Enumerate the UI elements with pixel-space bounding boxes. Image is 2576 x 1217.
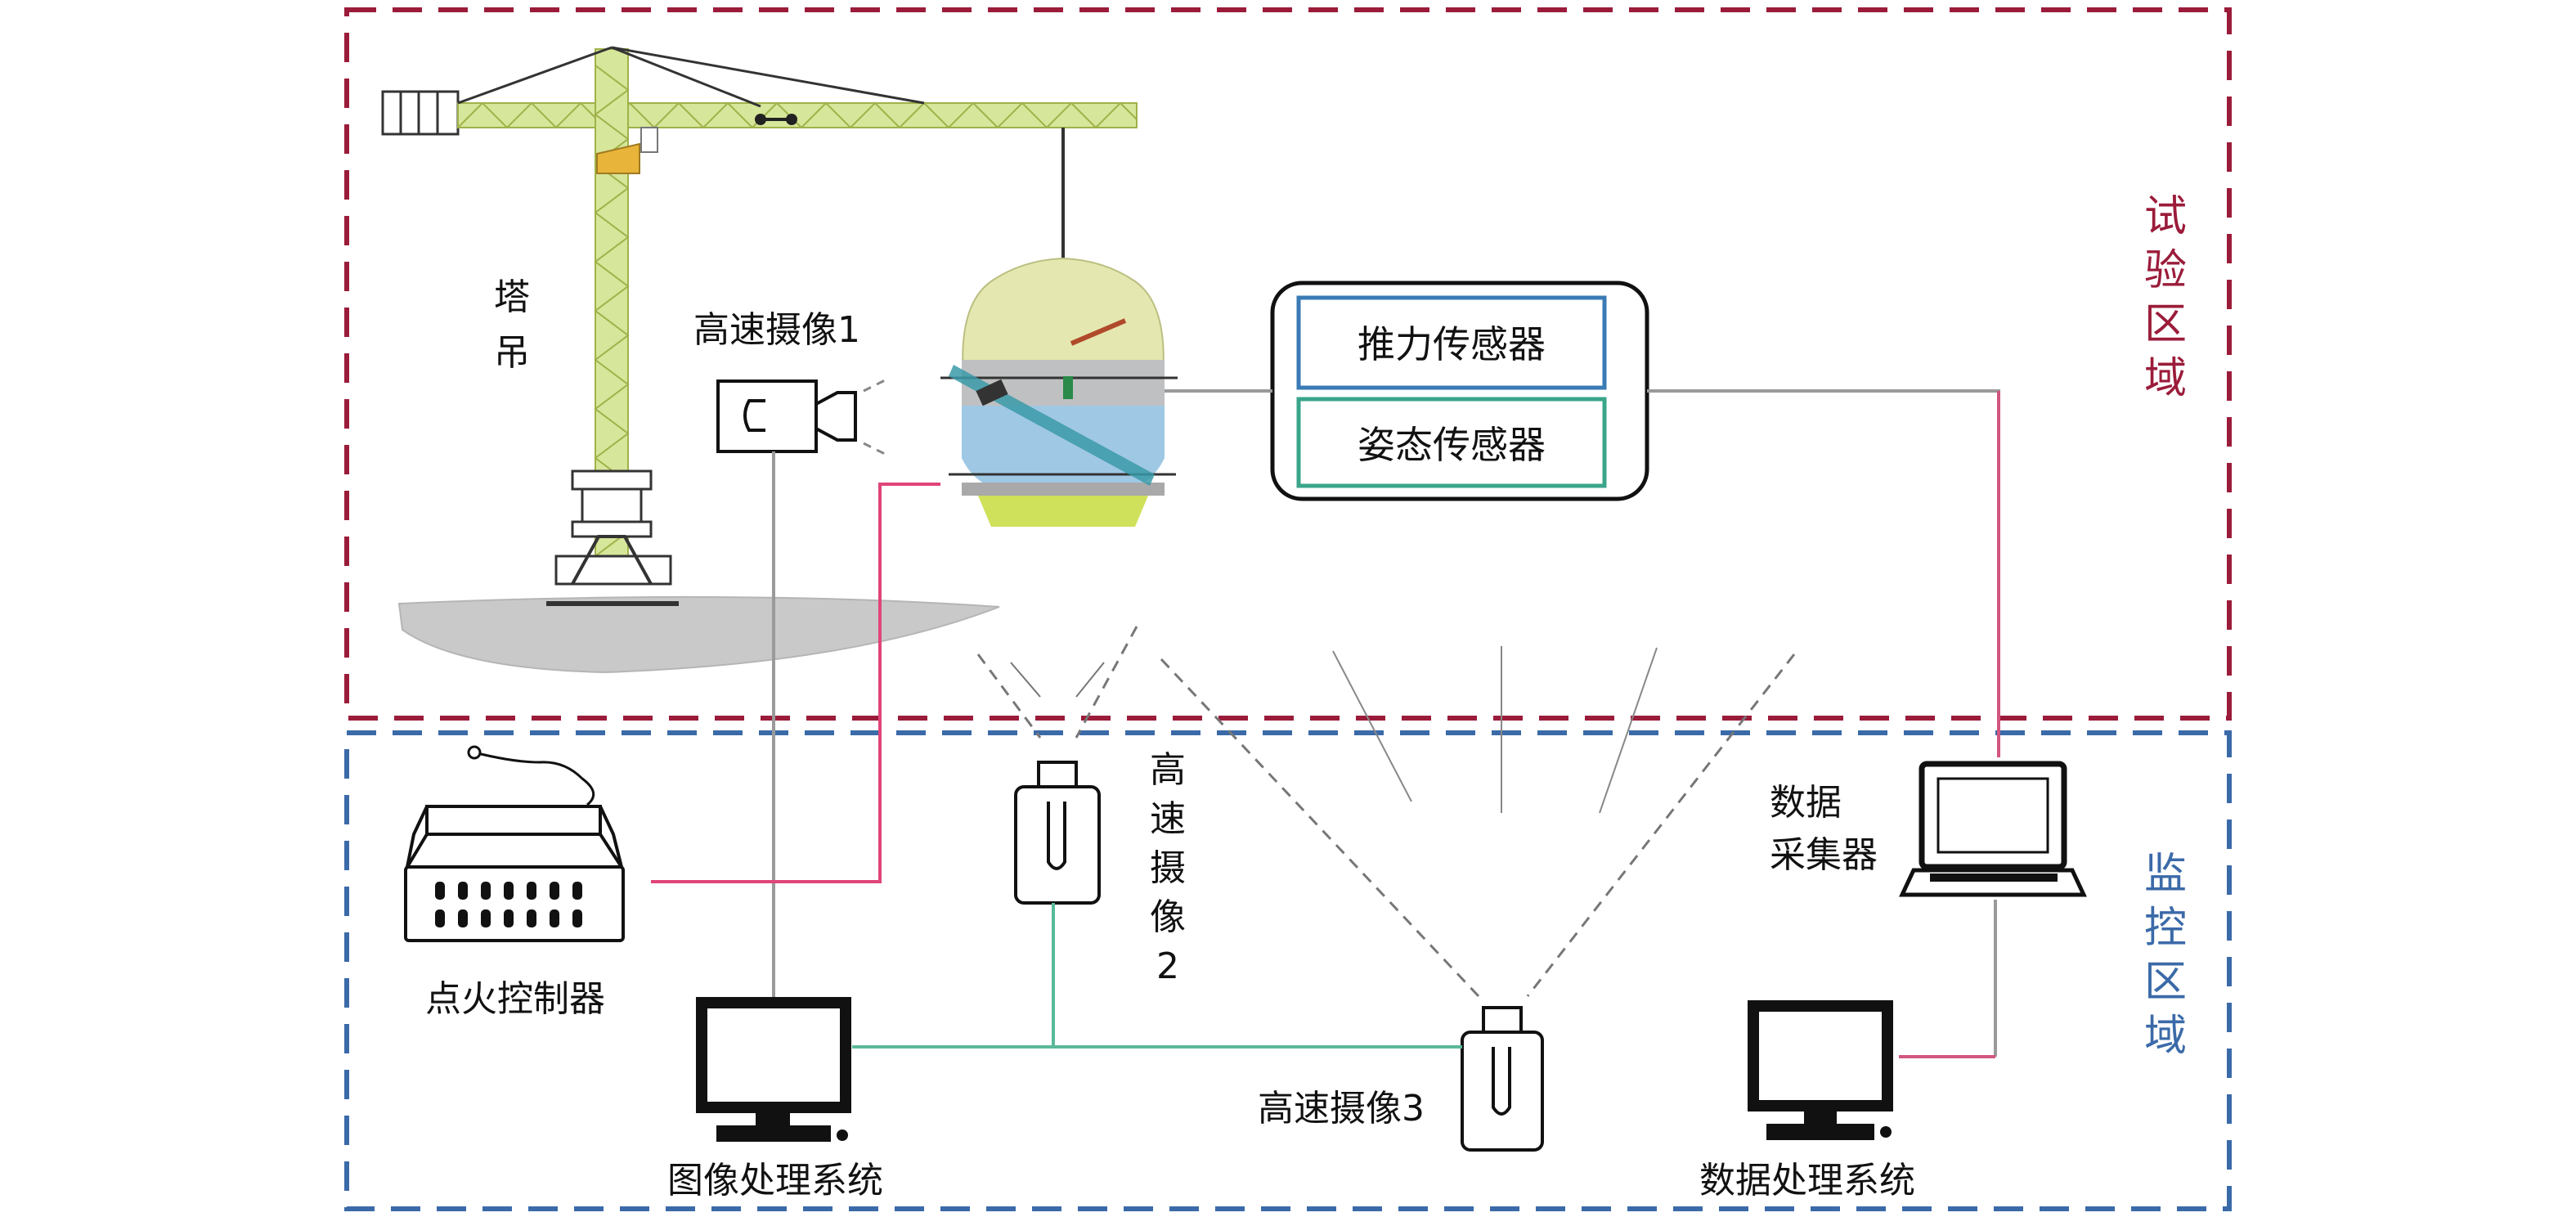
thrust-sensor-box: [1296, 295, 1607, 390]
data-collector-label: 数据 采集器: [1770, 782, 1878, 876]
camera3-icon: [1461, 1006, 1544, 1152]
ignition-controller-icon: [404, 745, 625, 942]
ground-icon: [397, 595, 1000, 674]
monitor-area-char-4: 域: [2144, 1012, 2187, 1061]
monitor-area-char-3: 区: [2144, 958, 2187, 1007]
test-area-zone: [344, 7, 2232, 721]
test-area-label: 试 验 区 域: [2144, 192, 2187, 403]
monitor-area-zone: [344, 730, 2232, 1211]
camera3-view-lines: [1160, 653, 1796, 998]
attitude-sensor-box: [1296, 397, 1607, 488]
test-area-char-1: 试: [2144, 192, 2187, 241]
monitor-area-char-1: 监: [2144, 850, 2187, 899]
data-collector-label-2: 采集器: [1770, 834, 1878, 876]
camera2-view-lines: [976, 626, 1138, 739]
ignition-line: [651, 483, 940, 883]
tower-crane-label: 塔 吊: [494, 276, 530, 374]
image-processing-monitor-icon: [696, 997, 851, 1142]
capsule-icon: [940, 257, 1178, 527]
test-area-char-4: 域: [2144, 354, 2187, 403]
monitor-area-label: 监 控 区 域: [2144, 850, 2187, 1061]
camera2-label-2: 速: [1150, 798, 1186, 840]
attitude-sensor-label: 姿态传感器: [1358, 423, 1546, 467]
camera-processing-link: [852, 903, 1055, 1049]
data-processing-label: 数据处理系统: [1699, 1160, 1915, 1201]
camera3-label: 高速摄像3: [1258, 1088, 1425, 1129]
image-processing-label: 图像处理系统: [667, 1160, 883, 1201]
camera2-icon: [1014, 761, 1101, 905]
monitor-area-char-2: 控: [2144, 904, 2187, 953]
ignition-controller-label: 点火控制器: [425, 978, 605, 1020]
camera2-label-3: 摄: [1150, 847, 1186, 889]
thrust-sensor-label: 推力传感器: [1358, 322, 1546, 366]
camera2-label-1: 高: [1150, 749, 1186, 791]
test-area-char-2: 验: [2144, 246, 2187, 295]
test-area-char-3: 区: [2144, 300, 2187, 349]
sensor-collector-link: [1647, 389, 2000, 757]
tower-crane-label-2: 吊: [494, 332, 530, 374]
camera1-icon: [716, 378, 887, 456]
data-collector-label-1: 数据: [1770, 782, 1842, 824]
data-collector-laptop-icon: [1899, 761, 2087, 897]
data-processing-monitor-icon: [1748, 1000, 1893, 1140]
camera2-label: 高 速 摄 像 2: [1150, 749, 1186, 987]
camera2-label-4: 像: [1150, 896, 1186, 938]
camera2-label-5: 2: [1156, 945, 1179, 987]
camera1-label: 高速摄像1: [693, 309, 860, 351]
tower-crane-icon: [381, 46, 1138, 606]
tower-crane-label-1: 塔: [494, 276, 530, 318]
